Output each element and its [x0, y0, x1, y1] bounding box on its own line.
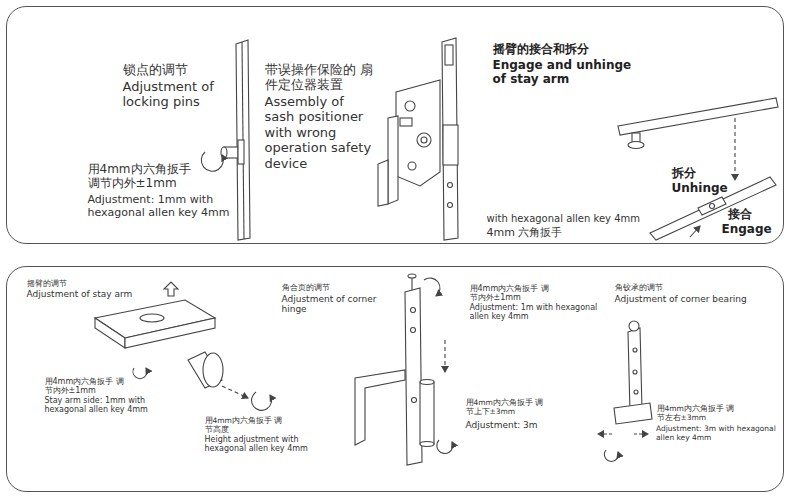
- corner-hinge: [420, 442, 434, 447]
- instruction-label: 用4mm内六角扳手 调节高度: [205, 416, 285, 434]
- instruction-label: Adjustment: 1mm with hexagonal allen key…: [88, 193, 248, 219]
- sash-positioner: [445, 45, 453, 65]
- instruction-label: 摇臂的接合和拆分: [493, 42, 633, 56]
- instruction-label: 接合: [728, 207, 768, 221]
- sash-positioner: [400, 118, 412, 126]
- adjust-arrow: [222, 386, 248, 398]
- sash-positioner: [378, 38, 458, 240]
- rotation-arrow: [201, 152, 223, 171]
- adjust-arrow: [133, 368, 147, 379]
- motion-arrow: [690, 226, 700, 237]
- sash-positioner: [408, 162, 416, 170]
- instruction-label: 4mm 六角扳手: [487, 226, 607, 239]
- instruction-label: 带误操作保险的 扇件定位器装置: [265, 62, 385, 93]
- corner-bearing: [629, 321, 639, 331]
- instruction-label: Adjustment of stay arm: [27, 289, 147, 300]
- adjust-arrow: [444, 340, 445, 372]
- corner-hinge: [412, 398, 417, 403]
- stay-arm-body: [164, 282, 178, 296]
- adjust-arrow: [424, 278, 440, 296]
- corner-bearing: [633, 370, 637, 374]
- corner-hinge: [420, 380, 434, 385]
- adjust-arrow: [598, 434, 648, 461]
- instruction-label: with hexagonal allen key 4mm: [487, 213, 657, 225]
- instruction-label: 用4mm内六角扳手 调节左右±3mm: [657, 404, 737, 422]
- corner-hinge: [411, 328, 416, 333]
- stay-arm-body: [125, 318, 215, 348]
- instruction-label: Engage and unhinge of stay arm: [493, 58, 643, 87]
- adjust-arrow: [598, 433, 612, 434]
- instruction-label: 用4mm内六角扳手 调节内外±1mm: [88, 162, 193, 191]
- stay-arm-lower: [698, 197, 726, 215]
- corner-bearing: [614, 321, 652, 424]
- instruction-label: Adjustment of corner bearing: [615, 294, 755, 305]
- instruction-label: Adjustment: 3m with hexagonal allen key …: [656, 424, 778, 442]
- corner-bearing: [614, 403, 652, 424]
- instruction-label: 摇臂的调节: [27, 279, 127, 289]
- instruction-label: 角铰承的调节: [615, 283, 715, 293]
- instruction-label: 用4mm内六角扳手 调节上下±3mm: [466, 398, 546, 416]
- corner-bearing: [628, 328, 642, 413]
- motion-arrow: [734, 118, 735, 180]
- sash-positioner: [448, 203, 453, 208]
- instruction-label: 锁点的调节: [123, 62, 223, 78]
- corner-bearing: [633, 348, 637, 352]
- adjust-arrow: [634, 433, 648, 434]
- instruction-label: Assembly of sash positioner with wrong o…: [265, 94, 377, 172]
- sash-positioner: [443, 125, 458, 165]
- instruction-label: 用4mm内六角扳手 调节内外±1mm: [470, 284, 555, 303]
- corner-hinge: [411, 278, 412, 290]
- instruction-label: Height adjustment with hexagonal allen k…: [205, 435, 335, 454]
- instruction-label: Adjustment: 1m with hexagonal allen key …: [470, 303, 605, 322]
- rotation-arrow: [201, 152, 223, 171]
- stay-arm-lower: [710, 204, 715, 209]
- sash-positioner: [405, 101, 415, 111]
- instruction-label: Adjustment: 3m: [466, 420, 556, 431]
- instruction-panel: 摇臂的调节Adjustment of stay arm 用4mm内六角扳手 调节内…: [6, 266, 784, 492]
- instruction-label: 用4mm内六角扳手 调节内外±1mm: [45, 377, 130, 396]
- locking-pin-bar: [221, 147, 227, 158]
- stay-arm-body: [140, 314, 164, 322]
- sash-positioner: [448, 183, 453, 188]
- adjust-arrow: [424, 278, 453, 454]
- corner-hinge: [408, 274, 416, 278]
- instruction-label: Adjustment of corner hinge: [282, 294, 404, 316]
- stay-arm-body: [203, 353, 223, 387]
- stay-arm-body: [95, 318, 125, 348]
- instruction-label: Unhinge: [672, 181, 732, 195]
- adjust-arrow: [133, 368, 272, 410]
- instruction-label: Stay arm side: 1mm with hexagonal allen …: [45, 396, 185, 415]
- instruction-label: Engage: [722, 222, 778, 236]
- sash-positioner: [421, 137, 427, 143]
- sash-positioner: [442, 38, 458, 240]
- stay-arm-upper: [628, 142, 644, 149]
- adjust-arrow: [252, 392, 272, 410]
- sash-positioner: [378, 160, 388, 206]
- corner-hinge: [355, 370, 405, 445]
- stay-arm-body: [188, 352, 222, 388]
- adjust-arrow: [604, 450, 618, 461]
- instruction-label: Adjustment of locking pins: [123, 79, 223, 110]
- corner-hinge: [411, 308, 416, 313]
- stay-arm-upper: [618, 98, 778, 149]
- sash-positioner: [417, 133, 431, 147]
- instruction-label: 角合页的调节: [282, 283, 392, 293]
- sash-positioner: [396, 80, 440, 186]
- corner-hinge: [420, 382, 434, 444]
- locking-pin-bar: [238, 140, 244, 164]
- instruction-panel: 锁点的调节Adjustment of locking pins 用4mm内六角扳手…: [6, 6, 784, 244]
- adjust-arrow: [437, 440, 453, 454]
- corner-bearing: [634, 390, 638, 394]
- sash-positioner: [388, 116, 398, 204]
- stay-arm-upper: [618, 98, 778, 135]
- instruction-label: 拆分: [672, 166, 722, 180]
- locking-pin-bar: [236, 40, 250, 240]
